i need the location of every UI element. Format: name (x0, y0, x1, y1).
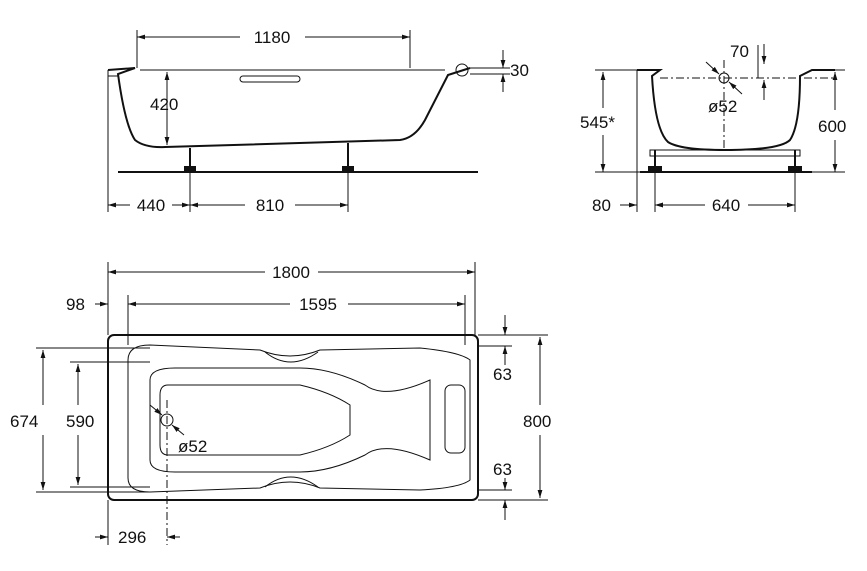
dim-98: 98 (66, 295, 85, 314)
dim-640: 640 (712, 196, 740, 215)
dim-diameter-52-plan: ø52 (178, 437, 207, 456)
dim-63-bottom: 63 (493, 460, 512, 479)
dim-63-top: 63 (493, 365, 512, 384)
headrest (444, 384, 466, 454)
dim-80: 80 (592, 196, 611, 215)
leg (184, 148, 196, 172)
dim-600: 600 (818, 117, 846, 136)
drain-icon (718, 72, 730, 84)
handle (239, 75, 301, 83)
dim-diameter-52: ø52 (708, 97, 737, 116)
headrest (455, 63, 469, 77)
side-view: 1180 30 420 440 810 (107, 28, 529, 215)
foot (648, 150, 662, 172)
dim-1595: 1595 (299, 295, 337, 314)
dim-1800: 1800 (272, 263, 310, 282)
dim-296: 296 (118, 528, 146, 547)
dim-674: 674 (10, 412, 38, 431)
drain-icon (160, 413, 174, 427)
dim-1180: 1180 (254, 28, 291, 47)
dim-590: 590 (66, 412, 94, 431)
dim-810: 810 (256, 196, 284, 215)
plan-view: 1800 98 1595 674 590 800 63 63 ø52 296 (10, 262, 551, 547)
end-view: 70 ø52 545* 600 80 640 (580, 42, 846, 215)
foot (788, 150, 802, 172)
dim-70: 70 (730, 42, 749, 61)
dim-440: 440 (137, 196, 165, 215)
tub-outer-rim (107, 334, 479, 501)
tub-inner-outline (127, 344, 471, 493)
dim-420: 420 (150, 95, 178, 114)
dim-800: 800 (523, 412, 551, 431)
tub-side-outline (107, 67, 471, 149)
dim-545: 545* (580, 113, 615, 132)
leg (342, 143, 354, 172)
dim-30: 30 (510, 61, 529, 80)
